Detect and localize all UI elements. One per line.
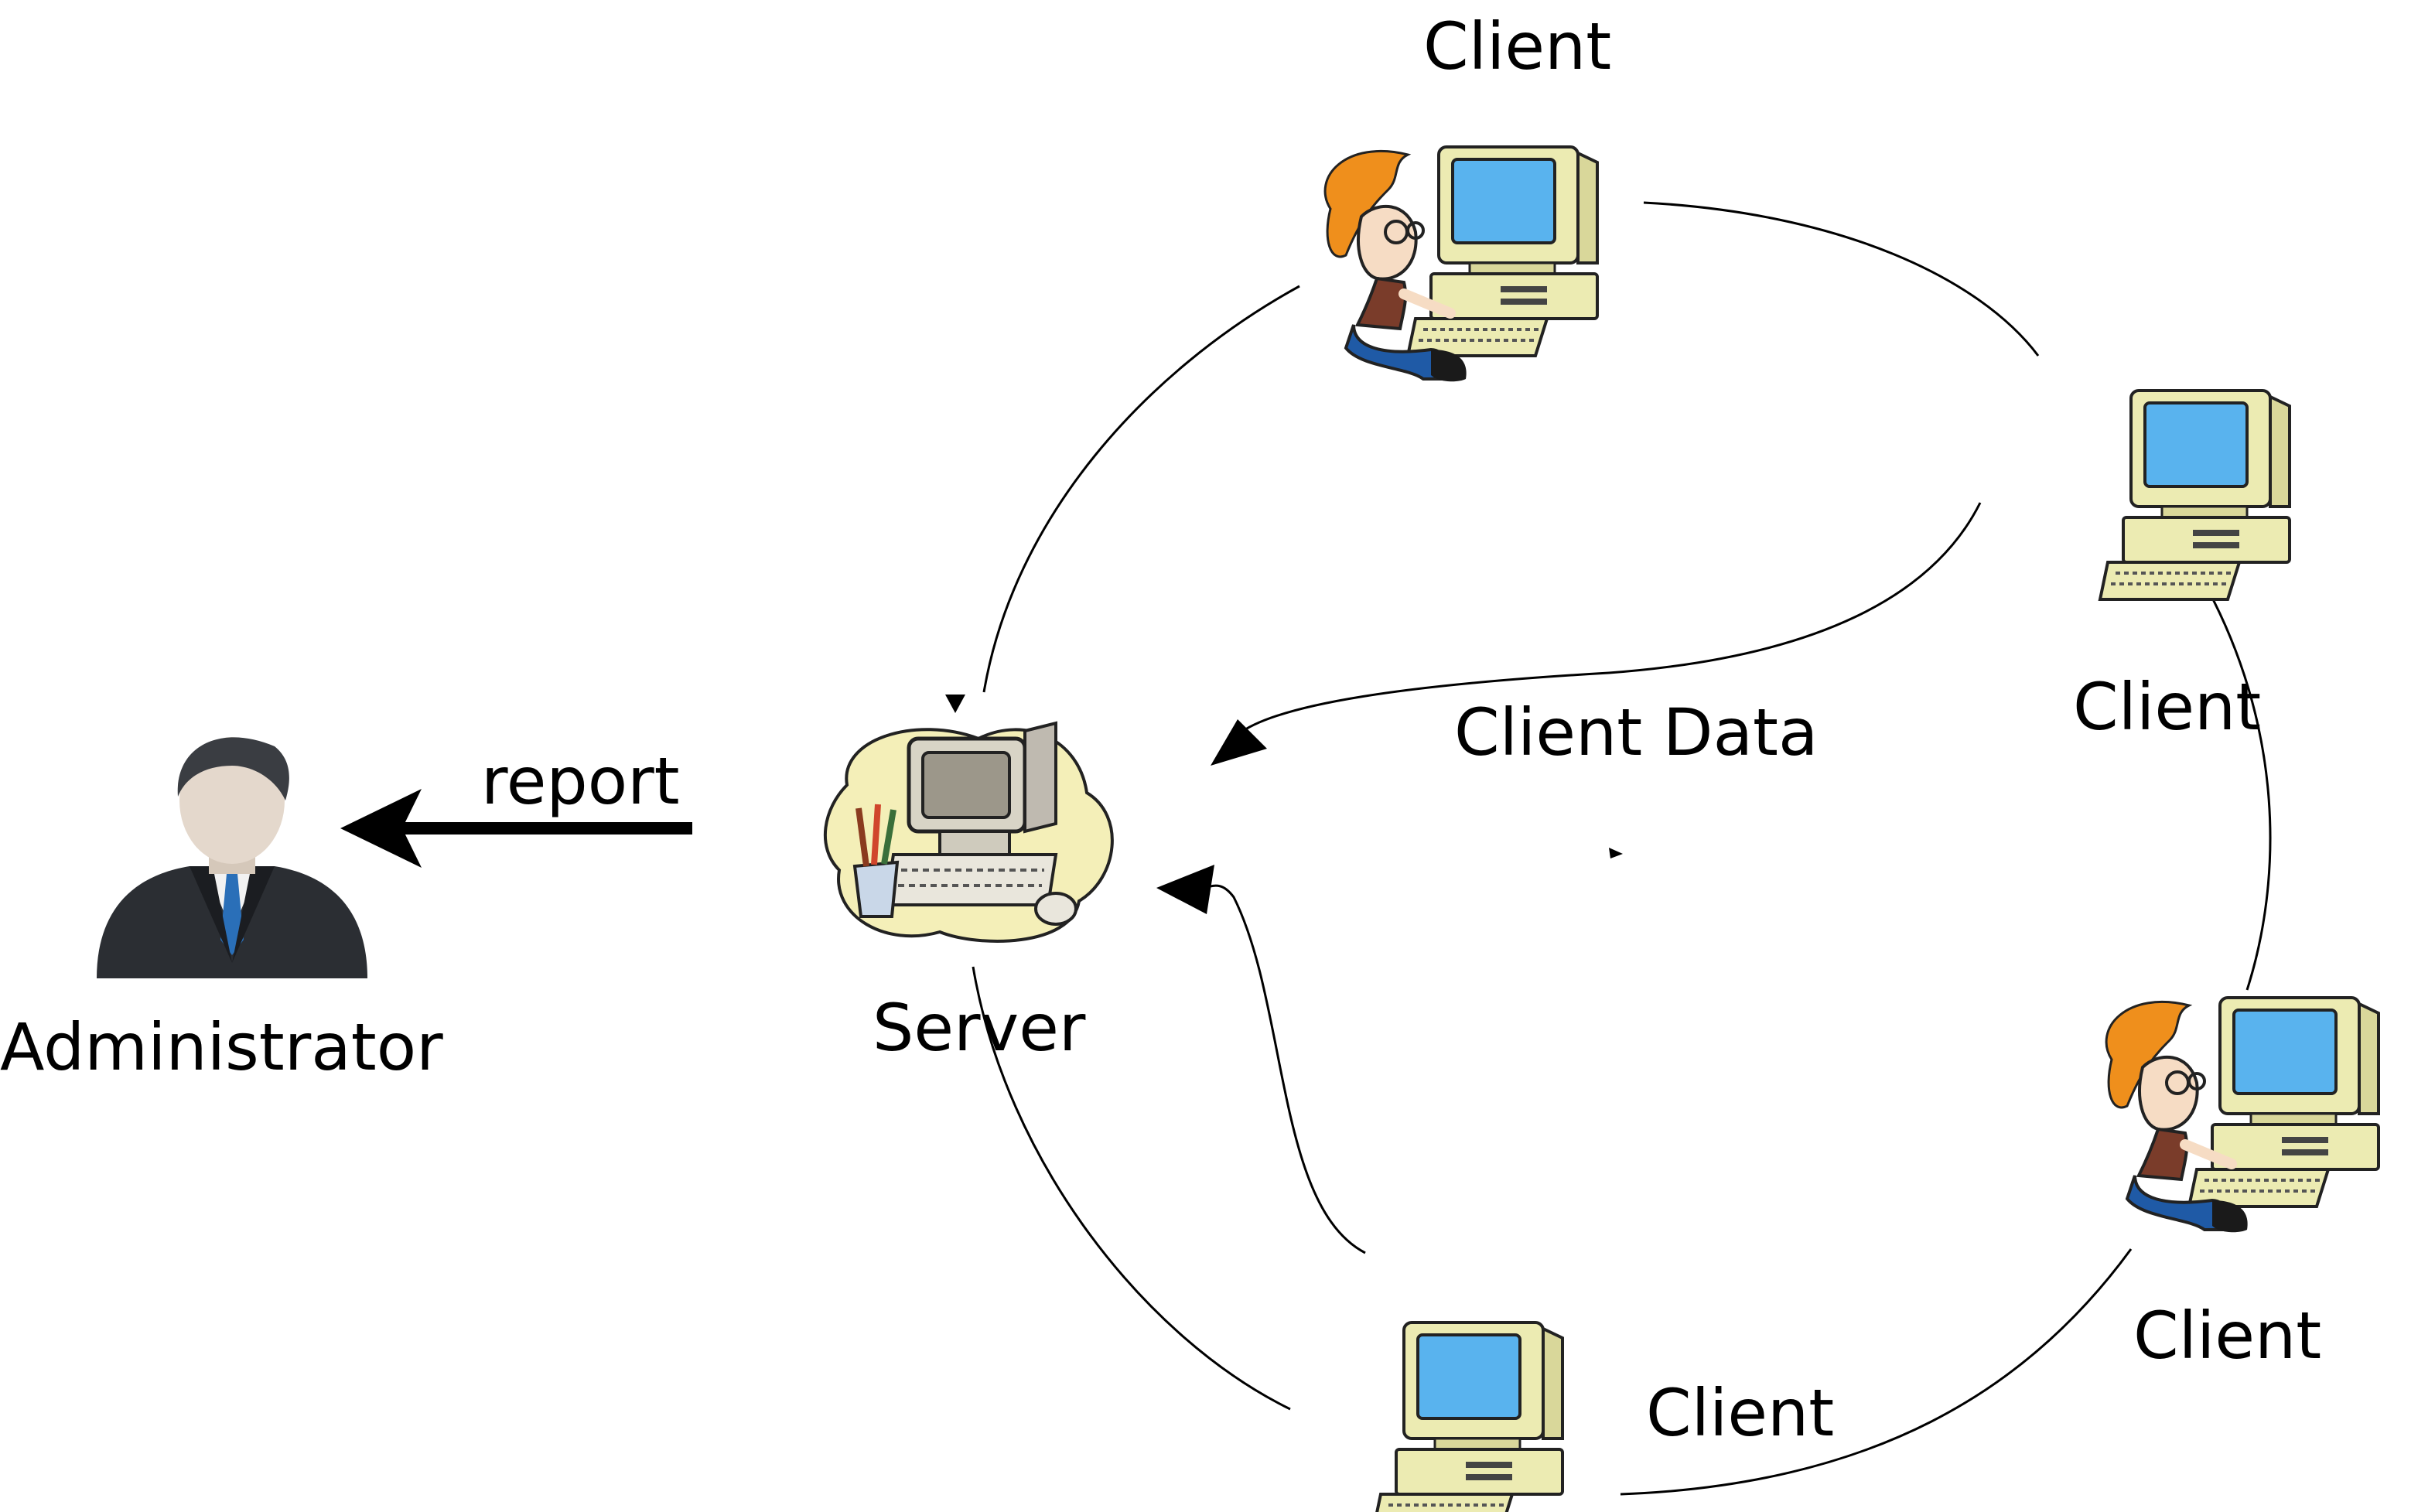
report-label: report xyxy=(481,743,680,819)
arrowhead-stray xyxy=(1609,848,1623,858)
arrowhead-top-to-server xyxy=(945,695,965,713)
administrator-label: Administrator xyxy=(0,1009,443,1085)
client-right-lower-icon xyxy=(2106,998,2379,1232)
link-right-lower-to-bottom-client xyxy=(1620,1248,2133,1496)
client-top-icon xyxy=(1325,147,1597,381)
administrator-icon xyxy=(97,737,367,978)
client-label-right-upper: Client xyxy=(2073,669,2262,745)
link-top-client-to-server xyxy=(982,285,1300,693)
client-right-upper-icon xyxy=(2099,389,2291,601)
arrowheads xyxy=(945,695,1623,914)
connection-lines xyxy=(972,201,2272,1496)
link-right-upper-to-right-lower xyxy=(2199,575,2272,991)
client-data-flow-lower xyxy=(1202,884,1366,1254)
client-label-top: Client xyxy=(1423,9,1612,84)
client-data-flow-upper xyxy=(1237,502,1982,736)
client-label-right-lower: Client xyxy=(2133,1298,2322,1374)
link-top-client-to-right-client xyxy=(1643,201,2040,357)
server-label: Server xyxy=(873,990,1086,1066)
client-data-label: Client Data xyxy=(1454,695,1819,770)
link-bottom-client-to-server xyxy=(972,966,1291,1411)
client-label-bottom: Client xyxy=(1646,1375,1835,1451)
client-bottom-icon xyxy=(1371,1321,1564,1512)
report-arrow xyxy=(340,789,692,868)
arrowhead-client-data-lower xyxy=(1156,865,1214,914)
arrowhead-client-data-upper xyxy=(1211,719,1267,766)
server-icon xyxy=(823,721,1114,943)
